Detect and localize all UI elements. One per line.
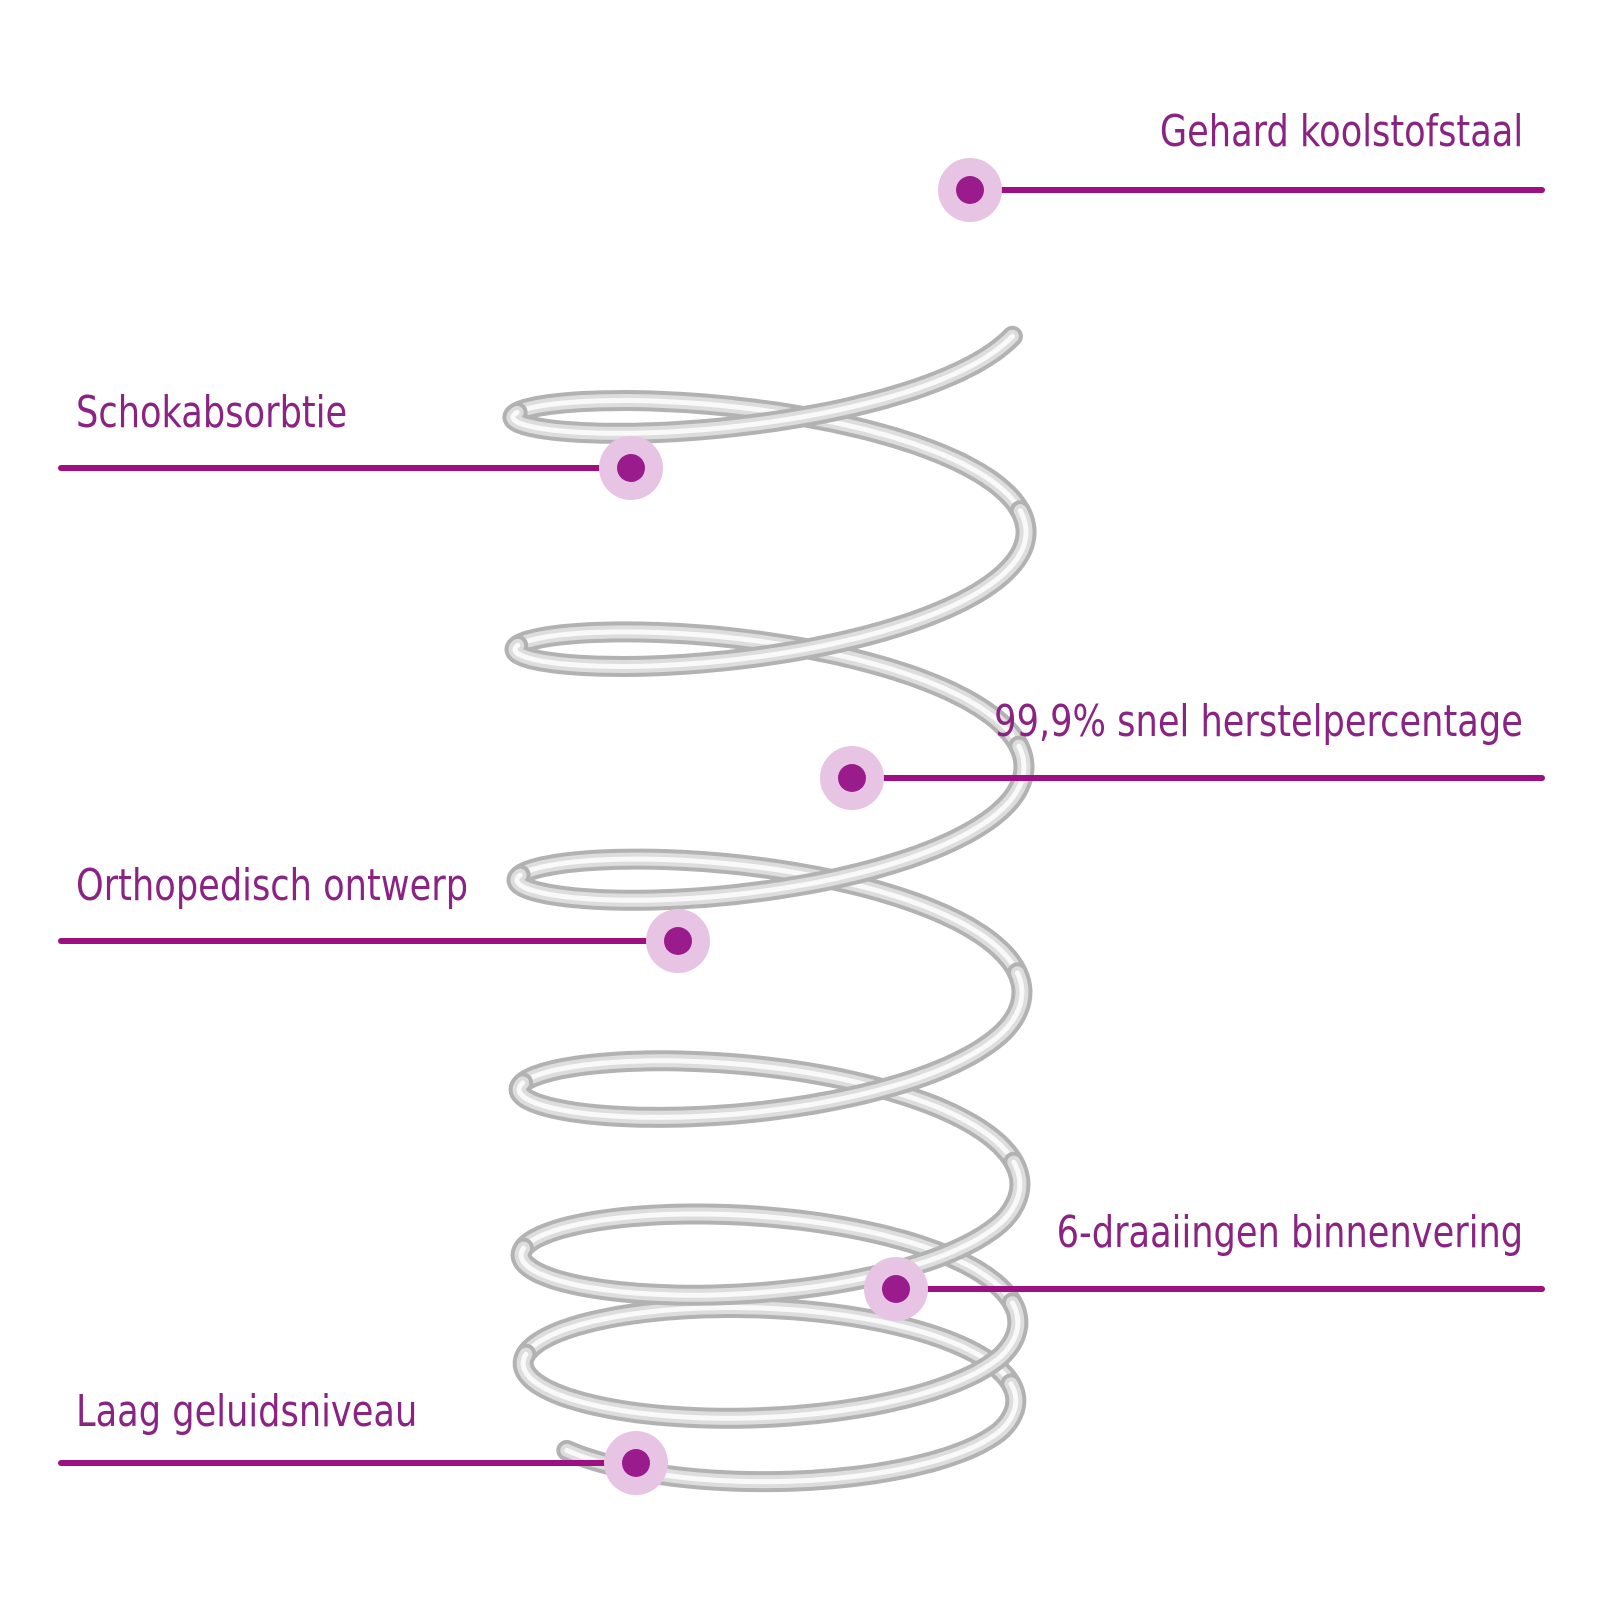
callout-dot-gehard-koolstofstaal xyxy=(938,158,1002,222)
callout-line-herstelpercentage xyxy=(852,775,1545,781)
callout-dot-core xyxy=(838,764,866,792)
callout-dot-core xyxy=(882,1275,910,1303)
callout-dot-orthopedisch-ontwerp xyxy=(646,909,710,973)
callout-label-herstelpercentage: 99,9% snel herstelpercentage xyxy=(994,696,1523,747)
callout-line-laag-geluidsniveau xyxy=(58,1460,636,1466)
callout-label-laag-geluidsniveau: Laag geluidsniveau xyxy=(76,1386,418,1437)
callout-line-orthopedisch-ontwerp xyxy=(58,938,678,944)
callout-dot-core xyxy=(956,176,984,204)
callout-label-binnenvering: 6-draaiingen binnenvering xyxy=(1056,1207,1523,1258)
callout-dot-core xyxy=(622,1449,650,1477)
callout-label-orthopedisch-ontwerp: Orthopedisch ontwerp xyxy=(76,860,469,911)
callout-label-gehard-koolstofstaal: Gehard koolstofstaal xyxy=(1159,106,1523,157)
callout-label-schokabsorbtie: Schokabsorbtie xyxy=(76,387,348,438)
callout-line-binnenvering xyxy=(896,1286,1545,1292)
callout-dot-core xyxy=(664,927,692,955)
callout-dot-laag-geluidsniveau xyxy=(604,1431,668,1495)
callout-dot-herstelpercentage xyxy=(820,746,884,810)
callout-line-schokabsorbtie xyxy=(58,465,631,471)
callout-dot-core xyxy=(617,454,645,482)
callout-dot-binnenvering xyxy=(864,1257,928,1321)
callout-dot-schokabsorbtie xyxy=(599,436,663,500)
callout-line-gehard-koolstofstaal xyxy=(970,187,1545,193)
